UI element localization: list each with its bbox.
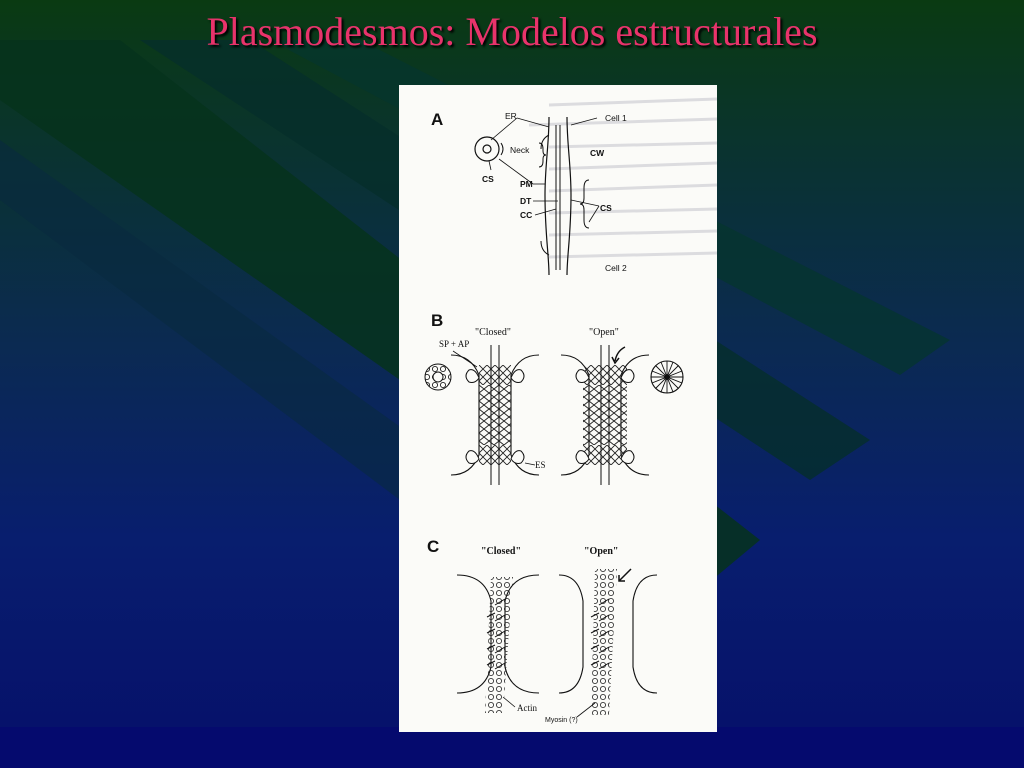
label-cell2: Cell 2: [605, 263, 627, 273]
open-cross-section: [650, 360, 684, 394]
label-cs-left: CS: [482, 174, 494, 184]
label-neck: Neck: [510, 145, 530, 155]
label-cc: CC: [520, 210, 532, 220]
slide-title: Plasmodesmos: Modelos estructurales: [206, 9, 818, 54]
closed-actin-channel: [456, 574, 540, 713]
closed-channel: [450, 345, 540, 485]
channel-wall-right: [566, 116, 572, 276]
label-er: ER: [505, 111, 517, 121]
panel-c-closed-label: "Closed": [481, 546, 521, 557]
bottom-bar: [0, 727, 1024, 768]
panel-a: A: [431, 110, 627, 276]
label-actin: Actin: [517, 703, 537, 713]
plasmodesmata-figure: A: [399, 85, 717, 732]
panel-c-letter: C: [427, 537, 439, 556]
label-es: ES: [535, 460, 546, 470]
panel-b-closed-label: "Closed": [475, 327, 511, 338]
channel-wall-left: [544, 116, 550, 276]
cross-section-inner: [482, 144, 492, 154]
panel-c-open-label: "Open": [584, 546, 618, 557]
label-sp-ap: SP + AP: [439, 339, 469, 349]
panel-b-letter: B: [431, 311, 443, 330]
panel-c: C "Closed" "Open" Actin Myosin (?): [427, 537, 658, 724]
panel-b: B "Closed" "Open" SP + AP ES: [424, 311, 684, 485]
label-dt: DT: [520, 196, 532, 206]
panel-a-letter: A: [431, 110, 443, 129]
label-cw: CW: [590, 148, 605, 158]
label-cs-right: CS: [600, 203, 612, 213]
open-actin-channel: [558, 568, 658, 718]
label-myosin: Myosin (?): [545, 717, 578, 724]
panel-b-open-label: "Open": [589, 327, 619, 338]
bleed-through-lines: [528, 97, 717, 259]
label-cell1: Cell 1: [605, 113, 627, 123]
label-pm: PM: [520, 179, 533, 189]
cross-section-outer: [474, 136, 500, 162]
open-channel: [560, 345, 650, 485]
